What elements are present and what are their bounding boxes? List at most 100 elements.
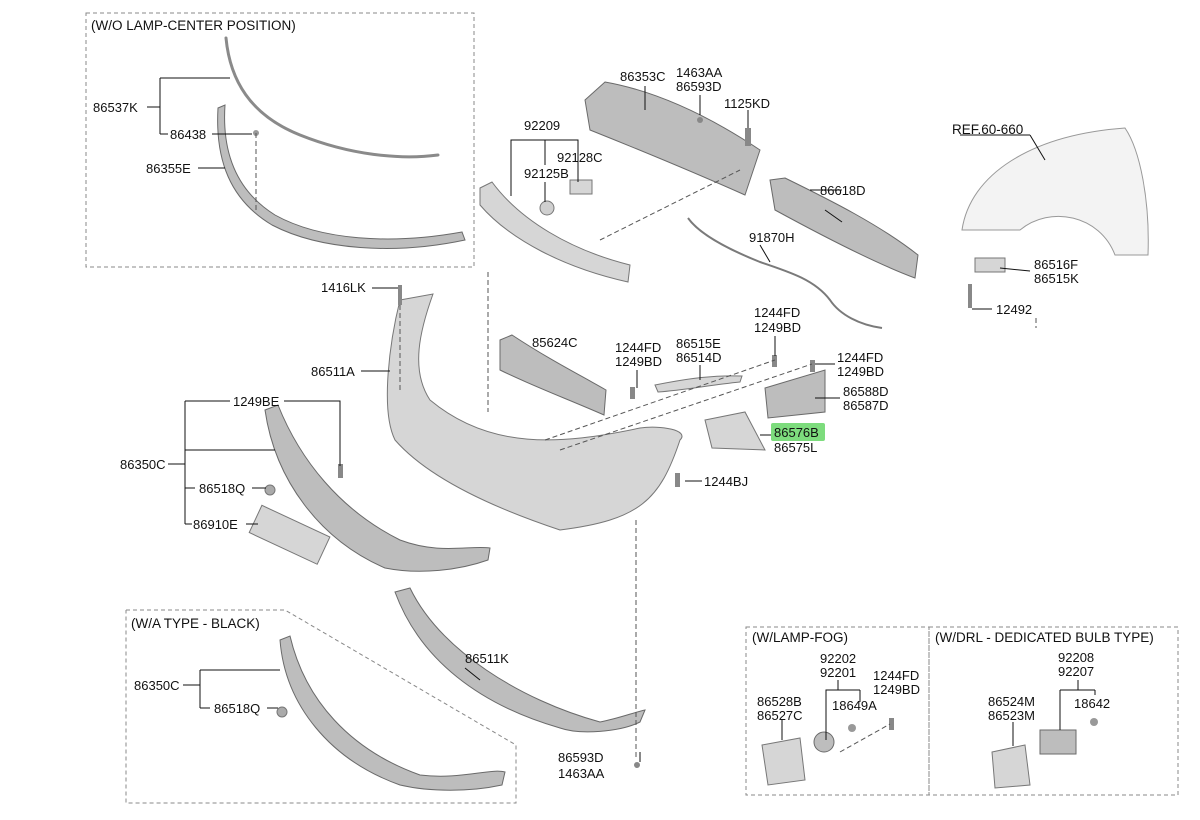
bulb-18642	[1090, 718, 1098, 726]
clip-1416LK	[398, 285, 402, 305]
label-1244FD-fog[interactable]: 1244FD	[873, 668, 919, 683]
label-91870H[interactable]: 91870H	[749, 230, 795, 245]
label-18642[interactable]: 18642	[1074, 696, 1110, 711]
nut-1463AA-bottom	[634, 762, 640, 768]
bulb-18649A	[848, 724, 856, 732]
screw-12492	[968, 284, 972, 308]
label-1249BE[interactable]: 1249BE	[233, 394, 280, 409]
label-92209[interactable]: 92209	[524, 118, 560, 133]
fog-cover-86528B	[761, 737, 806, 786]
label-1244BJ[interactable]: 1244BJ	[704, 474, 748, 489]
label-1463AA-bottom[interactable]: 1463AA	[558, 766, 605, 781]
label-1244FD-a[interactable]: 1244FD	[615, 340, 661, 355]
label-ref[interactable]: REF.60-660	[952, 122, 1023, 137]
label-92207[interactable]: 92207	[1058, 664, 1094, 679]
highlight-marker	[771, 423, 825, 441]
section-title-w-lamp-fog: (W/LAMP-FOG)	[752, 630, 848, 645]
alignment-lines	[255, 133, 1037, 760]
label-85624C[interactable]: 85624C	[532, 335, 578, 350]
label-1249BD-c[interactable]: 1249BD	[837, 364, 884, 379]
label-86518Q-black[interactable]: 86518Q	[214, 701, 260, 716]
cover-86576B	[704, 411, 766, 451]
label-86438[interactable]: 86438	[170, 127, 206, 142]
label-92202[interactable]: 92202	[820, 651, 856, 666]
bolt-1249BE	[338, 464, 343, 478]
label-86523M[interactable]: 86523M	[988, 708, 1035, 723]
label-1463AA-top[interactable]: 1463AA	[676, 65, 723, 80]
part-labels: 86537K 86438 86355E 86353C 1463AA 86593D…	[93, 65, 1110, 781]
label-86575L[interactable]: 86575L	[774, 440, 817, 455]
garnish-86515E	[654, 375, 743, 393]
label-86515E[interactable]: 86515E	[676, 336, 721, 351]
frame-wa-type	[125, 609, 517, 804]
label-86528B[interactable]: 86528B	[757, 694, 802, 709]
fender-ref	[961, 127, 1149, 256]
label-86350C[interactable]: 86350C	[120, 457, 166, 472]
grille-insert-85624C	[499, 334, 607, 416]
bolt-1125KD	[745, 128, 751, 146]
label-1244FD-b[interactable]: 1244FD	[754, 305, 800, 320]
grille-black-86350C	[279, 635, 506, 791]
frame-w-drl	[928, 626, 1179, 796]
leader-lines	[147, 77, 1096, 762]
label-86350C-black[interactable]: 86350C	[134, 678, 180, 693]
label-86518Q[interactable]: 86518Q	[199, 481, 245, 496]
label-86593D-top[interactable]: 86593D	[676, 79, 722, 94]
bolt-1244BJ	[675, 473, 680, 487]
label-86514D[interactable]: 86514D	[676, 350, 722, 365]
label-86524M[interactable]: 86524M	[988, 694, 1035, 709]
label-1249BD-fog[interactable]: 1249BD	[873, 682, 920, 697]
label-86587D[interactable]: 86587D	[843, 398, 889, 413]
label-86576B[interactable]: 86576B	[774, 425, 819, 440]
clip-86518Q	[264, 484, 276, 496]
label-86618D[interactable]: 86618D	[820, 183, 866, 198]
label-92208[interactable]: 92208	[1058, 650, 1094, 665]
label-1244FD-c[interactable]: 1244FD	[837, 350, 883, 365]
lower-lip-86511K	[394, 587, 646, 733]
clip-92125B	[539, 200, 555, 216]
section-frames	[85, 12, 1179, 804]
drl-cover-86524M	[991, 744, 1031, 789]
label-86593D-bottom[interactable]: 86593D	[558, 750, 604, 765]
label-86353C[interactable]: 86353C	[620, 69, 666, 84]
frame-wo-lamp	[85, 12, 475, 268]
label-12492[interactable]: 12492	[996, 302, 1032, 317]
label-1125KD[interactable]: 1125KD	[724, 96, 770, 111]
plate-86910E	[248, 504, 331, 565]
energy-absorber-86618D	[769, 177, 919, 279]
label-86515K[interactable]: 86515K	[1034, 271, 1079, 286]
bracket-86516F	[974, 257, 1006, 273]
label-1249BD-a[interactable]: 1249BD	[615, 354, 662, 369]
section-title-wo-lamp: (W/O LAMP-CENTER POSITION)	[91, 18, 296, 33]
bracket-92128C	[569, 179, 593, 195]
label-86511A[interactable]: 86511A	[311, 364, 355, 379]
label-92125B[interactable]: 92125B	[524, 166, 569, 181]
label-86588D[interactable]: 86588D	[843, 384, 889, 399]
label-86355E[interactable]: 86355E	[146, 161, 191, 176]
section-title-wa-type: (W/A TYPE - BLACK)	[131, 616, 260, 631]
label-18649A[interactable]: 18649A	[832, 698, 877, 713]
label-86527C[interactable]: 86527C	[757, 708, 803, 723]
fog-lamp-92202	[813, 731, 835, 753]
bolt-1244FD-b	[772, 355, 777, 367]
drl-lamp-92208	[1039, 729, 1077, 755]
section-title-w-drl: (W/DRL - DEDICATED BULB TYPE)	[935, 630, 1154, 645]
bolt-1244FD-c	[810, 360, 815, 372]
label-86516F[interactable]: 86516F	[1034, 257, 1078, 272]
wiring-harness-91870H	[687, 217, 883, 329]
label-1249BD-b[interactable]: 1249BD	[754, 320, 801, 335]
label-86537K[interactable]: 86537K	[93, 100, 138, 115]
nut-1463AA-top	[697, 117, 703, 123]
grille-strip-92209	[479, 181, 631, 283]
bolt-1244FD-a	[630, 387, 635, 399]
label-1416LK[interactable]: 1416LK	[321, 280, 366, 295]
label-86910E[interactable]: 86910E	[193, 517, 238, 532]
grille-support-86353C	[584, 81, 761, 196]
label-92128C[interactable]: 92128C	[557, 150, 603, 165]
clip-86518Q-black	[276, 706, 288, 718]
molding-upper-strip	[224, 36, 440, 159]
label-92201[interactable]: 92201	[820, 665, 856, 680]
label-86511K[interactable]: 86511K	[465, 651, 509, 666]
bracket-86588D	[764, 369, 826, 419]
